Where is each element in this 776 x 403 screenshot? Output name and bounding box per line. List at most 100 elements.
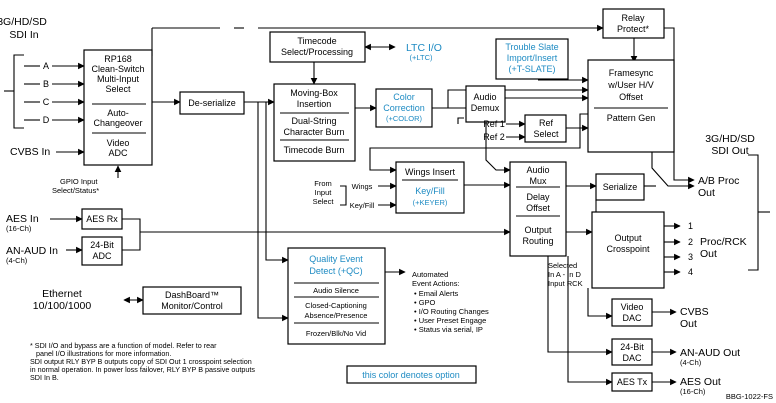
selected-in-2: In A - In D: [548, 270, 582, 279]
quality-event-text-2: Detect (+QC): [309, 266, 362, 276]
color-correction-text-2: Correction: [383, 103, 425, 113]
crosspoint-out-3: 3: [688, 252, 693, 262]
qc-item-2: Closed-Captioning: [305, 301, 367, 310]
cvbs-out-label-2: Out: [680, 318, 697, 330]
dac24-text-1: 24-Bit: [620, 342, 644, 352]
events-title-2: Event Actions:: [412, 279, 460, 288]
video-adc-text-2: ADC: [108, 148, 128, 158]
legend-box: [346, 365, 477, 384]
legend-text: this color denotes option: [362, 370, 460, 380]
framesync-text-1: Framesync: [609, 68, 654, 78]
output-routing-text-1: Output: [524, 225, 552, 235]
framesync-box: [587, 59, 675, 153]
audio-demux-text-2: Demux: [471, 103, 500, 113]
an-aud-out-sub-label: (4-Ch): [680, 358, 702, 367]
ab-proc-label-2: Out: [698, 187, 715, 199]
wings-input-label: Wings: [352, 182, 373, 191]
color-correction-text-1: Color: [393, 92, 415, 102]
aes-in-sub-label: (16-Ch): [6, 224, 32, 233]
an-aud-in-label: AN-AUD In: [6, 245, 58, 257]
relay-protect-box: [602, 8, 665, 39]
trouble-slate-box: [495, 38, 569, 80]
event-item-2: • GPO: [414, 298, 436, 307]
channel-c-label: C: [43, 97, 50, 107]
channel-d-label: D: [43, 115, 50, 125]
timecode-text-1: Timecode: [297, 36, 336, 46]
crosspoint-text-1: Output: [614, 233, 642, 243]
footnote-line-1: * SDI I/O and bypass are a function of m…: [30, 341, 217, 350]
pattern-gen-text: Pattern Gen: [607, 113, 656, 123]
audio-mux-box: [509, 161, 567, 257]
color-correction-text-3: (+COLOR): [386, 114, 423, 123]
rp168-text-1: RP168: [104, 54, 132, 64]
crosspoint-out-2: 2: [688, 237, 693, 247]
framesync-text-3: Offset: [619, 92, 643, 102]
adc24-text-2: ADC: [92, 251, 112, 261]
dashboard-text-2: Monitor/Control: [161, 301, 223, 311]
trouble-slate-text-1: Trouble Slate: [505, 42, 558, 52]
auto-changeover-text-1: Auto-: [107, 108, 129, 118]
selected-in-3: Input RCK: [548, 279, 583, 288]
deserialize-text: De-serialize: [188, 98, 236, 108]
video-dac-text-1: Video: [621, 302, 644, 312]
framesync-text-2: w/User H/V: [607, 80, 654, 90]
dac24-text-2: DAC: [622, 353, 642, 363]
trouble-slate-text-3: (+T-SLATE): [508, 64, 555, 74]
audio-mux-text-2: Mux: [529, 176, 547, 186]
adc-24-box: [81, 236, 123, 266]
key-fill-text: Key/Fill: [415, 186, 445, 196]
an-aud-out-label: AN-AUD Out: [680, 347, 740, 359]
output-crosspoint-box: [591, 211, 665, 289]
aes-out-label: AES Out: [680, 376, 721, 388]
channel-a-label: A: [43, 61, 49, 71]
dual-string-text-2: Character Burn: [283, 127, 344, 137]
video-dac-text-2: DAC: [622, 313, 642, 323]
selected-in-1: Selected: [548, 261, 577, 270]
aes-out-sub-label: (16-Ch): [680, 387, 706, 396]
an-aud-in-sub-label: (4-Ch): [6, 256, 28, 265]
rp168-text-3: Multi-Input: [97, 74, 140, 84]
sdi-out-label-1: 3G/HD/SD: [705, 133, 755, 145]
video-dac-box: [611, 298, 653, 327]
auto-changeover-text-2: Changeover: [93, 118, 142, 128]
wings-insert-text: Wings Insert: [405, 167, 456, 177]
qc-item-3: Absence/Presence: [305, 311, 368, 320]
sdi-in-label-1: 3G/HD/SD: [0, 16, 47, 28]
timecode-burn-text: Timecode Burn: [284, 145, 345, 155]
crosspoint-text-2: Crosspoint: [606, 244, 650, 254]
rp168-select-box: [83, 49, 153, 166]
event-item-3: • I/O Routing Changes: [414, 307, 489, 316]
cvbs-out-label-1: CVBS: [680, 306, 709, 318]
ref-select-box: [524, 114, 567, 143]
footnote-line-5: SDI In B.: [30, 373, 59, 382]
moving-box-text-2: Insertion: [297, 99, 332, 109]
event-item-5: • Status via serial, IP: [414, 325, 483, 334]
aes-in-label: AES In: [6, 213, 39, 225]
serialize-box: [595, 173, 645, 201]
dashboard-box: [142, 286, 242, 315]
cvbs-in-label: CVBS In: [10, 146, 50, 158]
gpio-label-2: Select/Status*: [52, 186, 99, 195]
wings-from-1: From: [314, 179, 332, 188]
aes-rx-box: [81, 208, 123, 230]
figure-id: BBG-1022-FS: [726, 392, 773, 401]
ref-select-text-2: Select: [533, 129, 559, 139]
rp168-text-4: Select: [105, 84, 131, 94]
sdi-in-label-2: SDI In: [9, 29, 38, 41]
output-routing-text-2: Routing: [522, 236, 553, 246]
color-correction-box: [375, 88, 433, 128]
event-item-1: • Email Alerts: [414, 289, 459, 298]
aes-tx-text: AES Tx: [617, 377, 648, 387]
sdi-out-label-2: SDI Out: [711, 145, 748, 157]
ref2-label: Ref 2: [483, 132, 505, 142]
proc-rck-label-2: Out: [700, 248, 717, 260]
gpio-label-1: GPIO Input: [60, 177, 98, 186]
timecode-box: [269, 31, 366, 63]
delay-offset-text-1: Delay: [526, 192, 550, 202]
event-item-4: • User Preset Engage: [414, 316, 486, 325]
deserialize-box: [179, 91, 245, 115]
blocks: [81, 8, 675, 392]
crosspoint-out-1: 1: [688, 221, 693, 231]
ref-select-text-1: Ref: [539, 118, 554, 128]
footnote-line-2: panel I/O illustrations for more informa…: [36, 349, 171, 358]
